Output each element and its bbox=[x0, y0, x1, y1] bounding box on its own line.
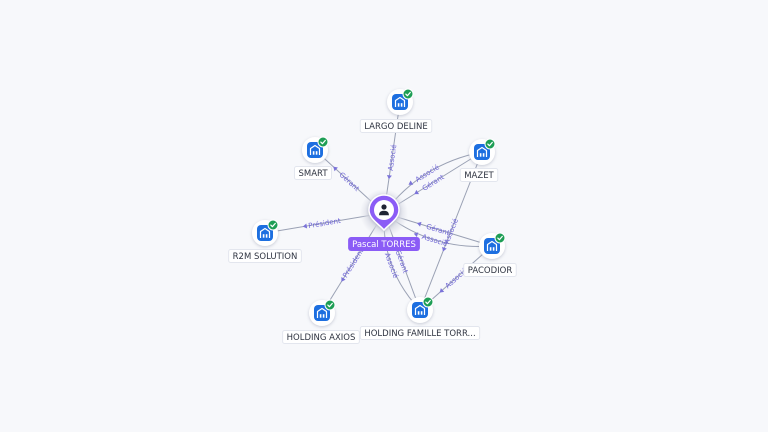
company-name: PACODIOR bbox=[468, 266, 513, 276]
relation-label: Président bbox=[341, 247, 365, 279]
label-box bbox=[459, 168, 499, 182]
verified-check-icon bbox=[402, 88, 414, 100]
company-name: HOLDING AXIOS bbox=[287, 333, 356, 343]
company-name: HOLDING FAMILLE TORR... bbox=[364, 329, 475, 339]
arrow-icon bbox=[414, 189, 420, 195]
arrow-icon bbox=[408, 180, 414, 185]
arrow-icon bbox=[341, 276, 346, 282]
arrow-icon bbox=[302, 223, 308, 229]
building-icon bbox=[314, 305, 330, 321]
label-box bbox=[228, 249, 302, 263]
person-node[interactable] bbox=[360, 189, 408, 237]
nodes-layer: LARGO DELINE SMART MAZET R2M SOLUTION PACODI… bbox=[228, 88, 517, 344]
company-name: SMART bbox=[298, 169, 328, 179]
verified-check-icon bbox=[484, 138, 496, 150]
company-node-r2m[interactable] bbox=[252, 219, 279, 246]
verified-check-icon bbox=[494, 232, 506, 244]
building-icon bbox=[484, 238, 500, 254]
verified-check-icon bbox=[267, 219, 279, 231]
company-label-largo[interactable]: LARGO DELINE bbox=[359, 119, 433, 133]
company-name: LARGO DELINE bbox=[364, 122, 428, 132]
company-label-famille[interactable]: HOLDING FAMILLE TORR... bbox=[359, 326, 481, 340]
label-box bbox=[282, 330, 360, 344]
relation-label: Président bbox=[308, 217, 342, 230]
verified-check-icon bbox=[324, 299, 336, 311]
person-name-label[interactable]: Pascal TORRES bbox=[348, 237, 420, 251]
relation-label: Associé bbox=[387, 144, 399, 171]
arrow-icon bbox=[413, 232, 419, 238]
arrow-icon bbox=[416, 221, 422, 227]
relation-label: Gérant bbox=[338, 171, 361, 193]
company-node-axios[interactable] bbox=[309, 299, 336, 326]
edge-label-center-largo: Associé bbox=[386, 144, 399, 180]
company-node-famille[interactable] bbox=[407, 296, 434, 323]
arrow-icon bbox=[442, 246, 447, 252]
company-name: MAZET bbox=[464, 171, 494, 181]
arrow-icon bbox=[386, 174, 392, 180]
company-label-smart[interactable]: SMART bbox=[293, 166, 333, 180]
edge-label-center-smart: Gérant bbox=[333, 166, 361, 193]
company-label-mazet[interactable]: MAZET bbox=[459, 168, 499, 182]
label-box bbox=[359, 119, 433, 133]
edge-label-center-axios: Président bbox=[341, 247, 366, 282]
company-node-pacodior[interactable] bbox=[479, 232, 506, 259]
company-label-pacodior[interactable]: PACODIOR bbox=[463, 263, 517, 277]
label-box bbox=[463, 263, 517, 277]
company-label-r2m[interactable]: R2M SOLUTION bbox=[228, 249, 302, 263]
building-icon bbox=[257, 225, 273, 241]
company-name: R2M SOLUTION bbox=[233, 252, 298, 262]
building-icon bbox=[307, 142, 323, 158]
company-node-largo[interactable] bbox=[387, 88, 414, 115]
company-label-axios[interactable]: HOLDING AXIOS bbox=[282, 330, 360, 344]
verified-check-icon bbox=[422, 296, 434, 308]
edge-label-center-r2m: Président bbox=[302, 217, 342, 230]
building-icon bbox=[474, 144, 490, 160]
arrow-icon bbox=[333, 166, 338, 172]
building-icon bbox=[392, 94, 408, 110]
company-node-smart[interactable] bbox=[302, 136, 329, 163]
person-icon bbox=[379, 204, 389, 216]
building-icon bbox=[412, 302, 428, 318]
verified-check-icon bbox=[317, 136, 329, 148]
company-node-mazet[interactable] bbox=[469, 138, 496, 165]
label-box bbox=[359, 326, 481, 340]
person-name: Pascal TORRES bbox=[352, 240, 416, 250]
arrow-icon bbox=[439, 288, 445, 293]
label-box bbox=[348, 237, 420, 251]
label-box bbox=[293, 166, 333, 180]
